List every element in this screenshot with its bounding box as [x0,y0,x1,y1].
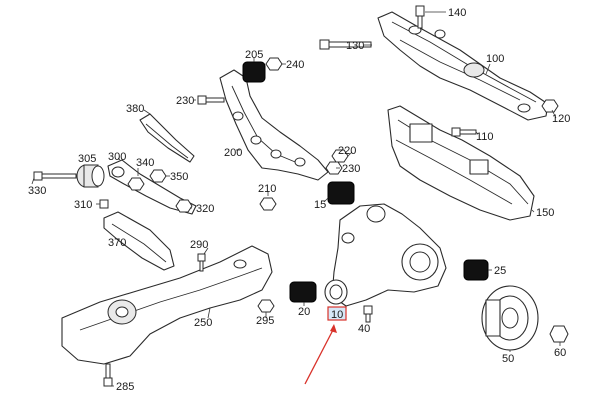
callout-10: 10 [331,309,343,321]
nut-120 [541,99,559,113]
callout-340: 340 [136,157,154,169]
nut-340 [127,177,145,191]
callout-370: 370 [108,237,126,249]
callout-380: 380 [126,103,144,115]
bushing-205 [242,61,266,83]
callout-25: 25 [494,265,506,277]
bushing-20 [289,281,317,303]
callout-labels: 140 130 100 120 110 205 240 230 380 200 … [28,7,570,393]
highlight-arrow [304,324,337,385]
bolt-140 [415,5,425,29]
callout-110: 110 [476,131,494,143]
callout-220: 220 [338,145,356,157]
callout-310: 310 [74,199,92,211]
callout-150: 150 [536,207,554,219]
callout-305: 305 [78,153,96,165]
highlight-box-10 [327,306,347,321]
callout-40: 40 [358,323,370,335]
callout-20: 20 [298,306,310,318]
part-100-subframe-arm [377,11,549,121]
callout-250: 250 [194,317,212,329]
part-50-wheel-hub [481,285,539,351]
nut-240 [265,57,283,71]
part-370-bracket [103,211,175,271]
bolt-285 [103,363,113,387]
part-380-bracket [139,113,195,163]
bolt-110 [451,127,477,137]
callout-100: 100 [486,53,504,65]
bushing-10 [324,279,348,305]
callout-285: 285 [116,381,134,393]
callout-120: 120 [552,113,570,125]
nut-220 [331,149,349,163]
bolt-310 [99,199,109,209]
nut-295 [257,299,275,313]
callout-320: 320 [196,203,214,215]
part-250-subframe-beam [61,245,273,365]
nut-320 [175,199,193,213]
bolt-60 [549,325,569,343]
callout-15: 15 [314,199,326,211]
callout-350: 350 [170,171,188,183]
bolt-40 [363,305,373,323]
callout-50: 50 [502,353,514,365]
knuckle [331,203,447,307]
callout-130: 130 [346,40,364,52]
nut-210 [259,197,277,211]
bolt-330 [33,171,77,181]
nut-350 [149,169,167,183]
callout-140: 140 [448,7,466,19]
callout-330: 330 [28,185,46,197]
bolt-290 [197,253,206,272]
callout-210: 210 [258,183,276,195]
callout-295: 295 [256,315,274,327]
bushing-15 [327,181,355,205]
callout-300: 300 [108,151,126,163]
part-150-bracket [387,105,535,221]
callout-60: 60 [554,347,566,359]
callout-205: 205 [245,49,263,61]
callout-230b: 230 [342,163,360,175]
callout-200: 200 [224,147,242,159]
part-200-control-arm [219,69,329,181]
bolt-230 [197,95,225,105]
bolt-130 [319,39,372,50]
callout-240: 240 [286,59,304,71]
callout-230: 230 [176,95,194,107]
bushing-305 [76,164,105,188]
leader-lines [31,11,561,387]
bushing-25 [463,259,489,281]
callout-290: 290 [190,239,208,251]
